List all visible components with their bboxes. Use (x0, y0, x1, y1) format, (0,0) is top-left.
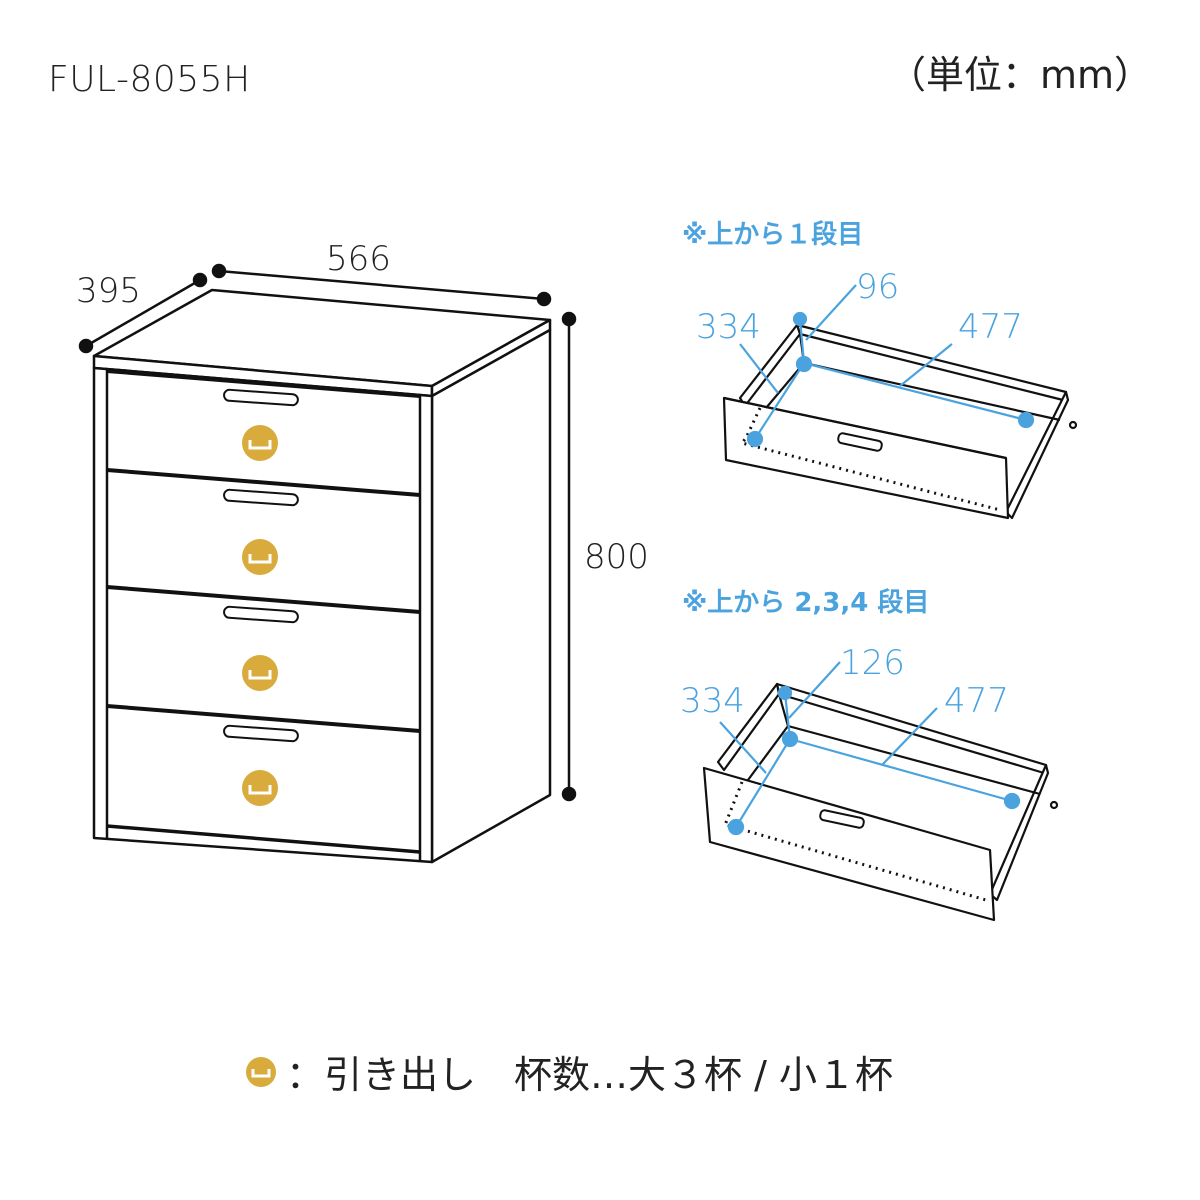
drawer-lower-depth-label: 334 (680, 681, 745, 721)
unit-label: （単位：mm） (887, 53, 1152, 97)
legend: ：引き出し 杯数…大３杯 / 小１杯 (246, 1044, 893, 1099)
drawer-top-blue-dims (739, 284, 1035, 448)
cabinet-width-label: 566 (326, 239, 391, 279)
drawer-lower-height-label: 126 (840, 643, 905, 683)
drawer-top-depth-label: 334 (696, 307, 761, 347)
drawer-icon (242, 539, 278, 575)
cabinet-height-label: 800 (584, 537, 649, 577)
drawer-icon (242, 770, 278, 806)
drawer-lower-note: ※上から 2,3,4 段目 (682, 588, 930, 618)
drawer-top-width-label: 477 (958, 307, 1023, 347)
drawer-lower-drawing (702, 682, 1059, 922)
legend-text: ：引き出し 杯数…大３杯 / 小１杯 (286, 1053, 893, 1097)
drawer-icon (242, 425, 278, 461)
drawer-4 (106, 704, 421, 806)
drawer-top-height-label: 96 (856, 267, 900, 307)
cabinet-drawer-fronts (106, 369, 421, 806)
drawer-top-note: ※上から１段目 (682, 220, 864, 250)
drawer-top-drawing (722, 323, 1078, 520)
drawer-1 (106, 369, 421, 461)
cabinet-depth-label: 395 (76, 271, 141, 311)
drawer-icon (246, 1056, 276, 1087)
drawer-icon (242, 655, 278, 691)
model-number: FUL-8055H (48, 59, 251, 100)
drawer-lower-width-label: 477 (944, 681, 1009, 721)
drawer-lower-blue-dims (719, 661, 1021, 836)
drawer-2 (106, 468, 421, 575)
cabinet-dimension-lines (78, 263, 577, 802)
drawer-3 (106, 585, 421, 691)
